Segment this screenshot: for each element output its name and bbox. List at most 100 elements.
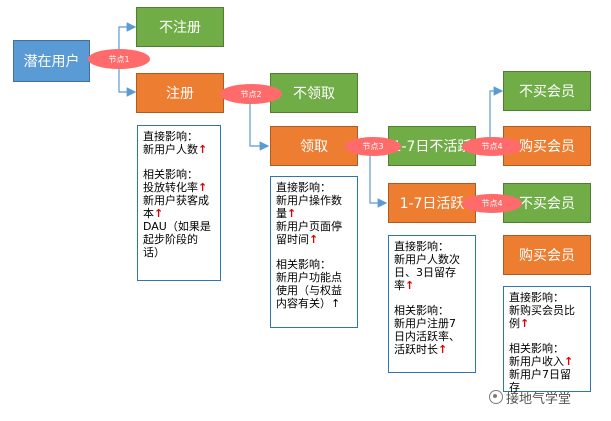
note-line: 日、3日留存 <box>394 266 470 279</box>
note-line-text: 相关影响： <box>143 168 198 181</box>
connector-to-not-buy-1 <box>489 86 504 146</box>
box-buy-2: 购买会员 <box>503 235 591 275</box>
note-spacer <box>394 292 470 304</box>
note-line-text: 存 <box>509 381 520 394</box>
note-line: 直接影响： <box>143 130 215 143</box>
note-line: 例↑ <box>509 317 585 330</box>
node-4a: 节点4 <box>462 137 522 156</box>
note-line-text: 日、3日留存 <box>394 266 456 279</box>
note-line-text: 率 <box>394 279 405 292</box>
node-1: 节点1 <box>88 49 150 69</box>
note-line: 量↑ <box>276 207 352 220</box>
note-line: 直接影响： <box>276 181 352 194</box>
note-line-text: 新用户人数 <box>143 143 198 156</box>
node-2: 节点2 <box>220 84 282 104</box>
note-line: 本↑ <box>143 207 215 220</box>
note-line: 直接影响： <box>509 291 585 304</box>
up-arrow-icon: ↑ <box>154 207 164 220</box>
up-arrow-icon: ↑ <box>287 207 297 220</box>
node-4b: 节点4 <box>462 194 522 213</box>
watermark-text: 接地气学堂 <box>506 391 572 407</box>
note-line: 相关影响： <box>394 304 470 317</box>
note-line: 率↑ <box>394 279 470 292</box>
note-line-text: DAU（如果是 <box>143 220 211 233</box>
note-line-text: 新用户人数次 <box>394 253 460 266</box>
note-line: 相关影响： <box>509 342 585 355</box>
note-spacer <box>276 246 352 258</box>
note-line-text: 直接影响： <box>509 291 564 304</box>
note-line: 新用户7日留 <box>509 368 585 381</box>
note-line: 相关影响： <box>276 258 352 271</box>
note-line-text: 活跃时长 <box>394 343 438 356</box>
up-arrow-icon: ↑ <box>198 181 208 194</box>
note-line-text: 相关影响： <box>394 304 449 317</box>
note-line-text: 新用户页面停 <box>276 220 342 233</box>
note-line-text: 新用户功能点 <box>276 271 342 284</box>
note-line-text: 例 <box>509 317 520 330</box>
box-not-buy-1: 不买会员 <box>503 71 591 111</box>
up-arrow-icon: ↑ <box>564 355 574 368</box>
note-line-text: 新用户收入 <box>509 355 564 368</box>
note-line-text: 使用（与权益 <box>276 284 342 297</box>
up-arrow-icon: ↑ <box>198 143 208 156</box>
note-line: 起步阶段的 <box>143 233 215 246</box>
note-line-text: 日内活跃率、 <box>394 330 460 343</box>
note-line-text: 投放转化率 <box>143 181 198 194</box>
up-arrow-icon: ↑ <box>405 279 415 292</box>
connector-to-claim <box>249 93 270 151</box>
note-spacer <box>143 156 215 168</box>
note-line: 新用户注册7 <box>394 317 470 330</box>
up-arrow-icon: ↑ <box>438 343 448 356</box>
connector-to-not-register <box>118 22 137 58</box>
box-not-claim: 不领取 <box>270 73 358 113</box>
watermark: 接地气学堂 <box>489 387 611 407</box>
note-line: 新用户功能点 <box>276 271 352 284</box>
note-buy-impact: 直接影响：新购买会员比例↑相关影响：新用户收入↑新用户7日留存 <box>503 286 591 394</box>
note-line-text: 新用户获客成 <box>143 194 209 207</box>
note-line: 新用户人数次 <box>394 253 470 266</box>
note-line: 新用户操作数 <box>276 194 352 207</box>
note-line: 内容有关）↑ <box>276 297 352 310</box>
note-line-text: 起步阶段的 <box>143 233 198 246</box>
note-line: 新用户收入↑ <box>509 355 585 368</box>
note-line: 使用（与权益 <box>276 284 352 297</box>
note-line-text: 新用户7日留 <box>509 368 571 381</box>
note-line-text: 相关影响： <box>276 258 331 271</box>
note-line: 新用户页面停 <box>276 220 352 233</box>
box-not-register: 不注册 <box>136 7 224 47</box>
note-line: 存 <box>509 381 585 394</box>
note-line-text: 新用户操作数 <box>276 194 342 207</box>
note-line: 话） <box>143 246 215 259</box>
note-line-text: 直接影响： <box>143 130 198 143</box>
connector-to-active <box>369 146 388 208</box>
note-spacer <box>509 330 585 342</box>
note-line-text: 直接影响： <box>394 240 449 253</box>
note-line: 日内活跃率、 <box>394 330 470 343</box>
note-line-text: 量 <box>276 207 287 220</box>
note-line: 活跃时长↑ <box>394 343 470 356</box>
note-line: DAU（如果是 <box>143 220 215 233</box>
note-line-text: 新用户注册7 <box>394 317 456 330</box>
note-line-text: 内容有关）↑ <box>276 297 341 310</box>
box-potential-user: 潜在用户 <box>13 40 90 82</box>
note-register-impact: 直接影响：新用户人数↑相关影响：投放转化率↑新用户获客成本↑DAU（如果是起步阶… <box>137 125 221 281</box>
connector-to-register <box>118 58 137 97</box>
note-line: 新用户获客成 <box>143 194 215 207</box>
note-line-text: 留时间 <box>276 233 309 246</box>
note-line: 投放转化率↑ <box>143 181 215 194</box>
note-line-text: 直接影响： <box>276 181 331 194</box>
up-arrow-icon: ↑ <box>520 317 530 330</box>
up-arrow-icon: ↑ <box>309 233 319 246</box>
note-line: 直接影响： <box>394 240 470 253</box>
note-line-text: 新购买会员比 <box>509 304 575 317</box>
note-line-text: 相关影响： <box>509 342 564 355</box>
note-line: 新购买会员比 <box>509 304 585 317</box>
box-register: 注册 <box>136 73 224 113</box>
note-line-text: 话） <box>143 246 165 259</box>
note-line: 新用户人数↑ <box>143 143 215 156</box>
note-line: 留时间↑ <box>276 233 352 246</box>
note-claim-impact: 直接影响：新用户操作数量↑新用户页面停留时间↑相关影响：新用户功能点使用（与权益… <box>270 176 358 328</box>
box-inactive-7d: 1-7日不活跃 <box>388 126 476 166</box>
